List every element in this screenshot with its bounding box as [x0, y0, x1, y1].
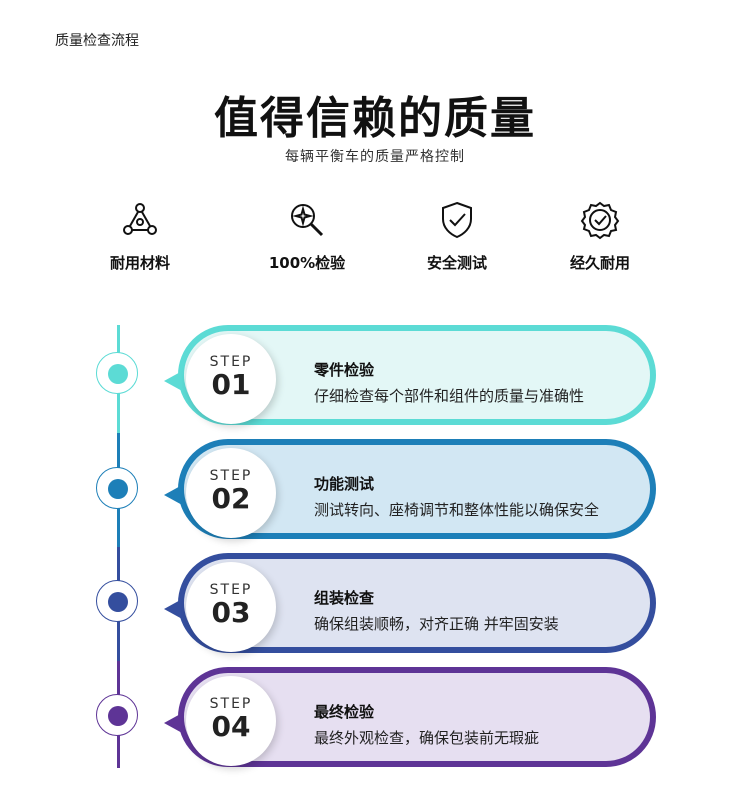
molecule-icon [123, 203, 157, 235]
step-title: 最终检验 [314, 703, 375, 721]
feature-label: 经久耐用 [569, 254, 630, 272]
timeline-node-3 [96, 580, 138, 622]
step-card-3: STEP 03 组装检查 确保组装顺畅，对齐正确 并牢固安装 [164, 553, 656, 653]
page-title: 值得信赖的质量 [214, 93, 536, 144]
feature-long-lasting: 经久耐用 [540, 200, 660, 273]
card-pointer [164, 370, 184, 392]
feature-full-inspection: 100%检验 [247, 200, 367, 273]
step-description: 确保组装顺畅，对齐正确 并牢固安装 [314, 615, 559, 633]
feature-durable-materials: 耐用材料 [80, 200, 200, 273]
timeline-node-2 [96, 467, 138, 509]
step-badge: STEP 01 [186, 334, 276, 424]
timeline-dot [108, 592, 128, 612]
timeline-node-4 [96, 694, 138, 736]
step-title: 零件检验 [314, 361, 375, 379]
page-category-label: 质量检查流程 [55, 33, 139, 49]
step-word: STEP [209, 468, 253, 484]
step-word: STEP [209, 582, 253, 598]
shield-check-icon [442, 201, 472, 239]
step-number: 02 [211, 482, 251, 515]
card-pointer [164, 712, 184, 734]
timeline-dot [108, 364, 128, 384]
step-title: 功能测试 [314, 475, 375, 493]
step-number: 03 [211, 596, 251, 629]
magnifier-sparkle-icon [291, 204, 324, 237]
timeline-dot [108, 479, 128, 499]
step-card-4: STEP 04 最终检验 最终外观检查，确保包装前无瑕疵 [164, 667, 656, 767]
card-pointer [164, 484, 184, 506]
step-number: 04 [211, 710, 251, 743]
card-pointer [164, 598, 184, 620]
step-card-2: STEP 02 功能测试 测试转向、座椅调节和整体性能以确保安全 [164, 439, 656, 539]
step-badge: STEP 03 [186, 562, 276, 652]
page-subtitle: 每辆平衡车的质量严格控制 [285, 149, 465, 165]
timeline-dot [108, 706, 128, 726]
step-word: STEP [209, 354, 253, 370]
step-title: 组装检查 [314, 589, 375, 607]
step-number: 01 [211, 368, 251, 401]
step-badge: STEP 02 [186, 448, 276, 538]
step-description: 最终外观检查，确保包装前无瑕疵 [314, 729, 540, 747]
feature-label: 安全测试 [426, 254, 487, 272]
step-description: 仔细检查每个部件和组件的质量与准确性 [314, 387, 585, 405]
step-card-1: STEP 01 零件检验 仔细检查每个部件和组件的质量与准确性 [164, 325, 656, 425]
feature-safety-test: 安全测试 [397, 200, 517, 273]
step-word: STEP [209, 696, 253, 712]
feature-label: 耐用材料 [109, 254, 170, 272]
step-badge: STEP 04 [186, 676, 276, 766]
badge-check-icon [580, 201, 620, 240]
step-description: 测试转向、座椅调节和整体性能以确保安全 [314, 501, 600, 519]
feature-label: 100%检验 [268, 254, 346, 272]
timeline-node-1 [96, 352, 138, 394]
